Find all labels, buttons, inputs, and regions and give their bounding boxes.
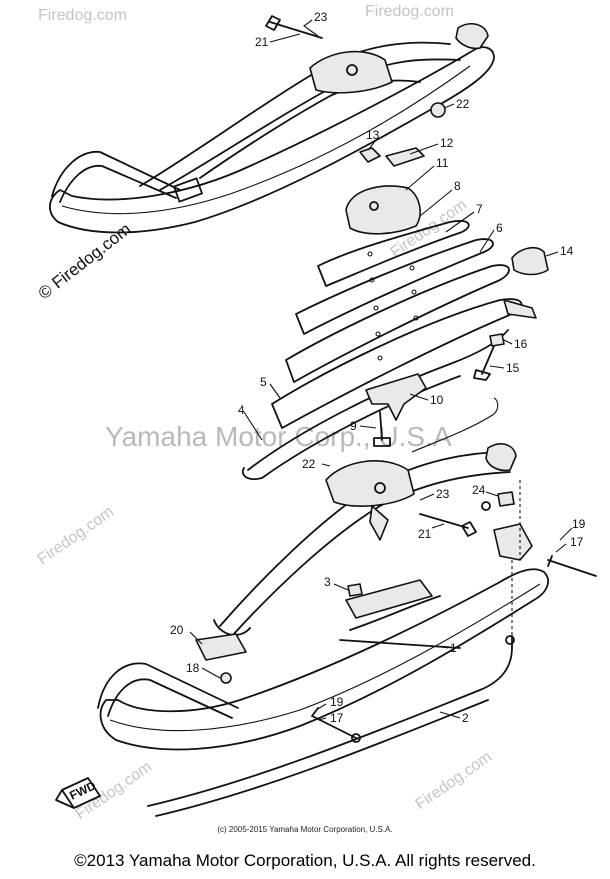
watermark-center: Yamaha Motor Corp., U.S.A: [105, 421, 452, 452]
callout-22-upper: 22: [456, 97, 470, 111]
part-15-bolt: [473, 345, 495, 381]
callout-11: 11: [436, 156, 449, 170]
callout-1: 1: [450, 641, 457, 655]
spring-stack-holes: [367, 251, 419, 361]
callout-14: 14: [560, 244, 574, 258]
upper-saddle: [309, 50, 393, 94]
upper-rear-cap: [455, 23, 489, 50]
watermark-top-right: Firedog.com: [365, 3, 454, 20]
part-11-hole: [369, 201, 379, 211]
lower-saddle: [325, 460, 415, 507]
runner-end: [505, 635, 515, 645]
part-14-cap: [511, 246, 549, 276]
upper-ski-handle: [51, 151, 181, 203]
watermark-bottom-right: Firedog.com: [413, 748, 496, 813]
callout-24: 24: [472, 483, 486, 497]
diagram-copyright-caption: (c) 2005-2015 Yamaha Motor Corporation, …: [217, 825, 393, 834]
callout-10: 10: [430, 393, 444, 407]
callout-8: 8: [454, 179, 461, 193]
upper-saddle-hole: [346, 64, 358, 76]
part-18-bolt: [220, 672, 232, 684]
part-20-block: [195, 633, 247, 661]
lower-rear-cap: [485, 443, 517, 472]
callout-20: 20: [170, 623, 184, 637]
part-24-bushing: [497, 491, 515, 507]
callout-18: 18: [186, 661, 200, 675]
callout-numbers: 23 21 22 13 12 11 8 7 6 14 16 15 5 4 9 1…: [170, 10, 586, 725]
lower-ski-edge: [109, 583, 541, 732]
lower-ski-body: [99, 568, 549, 751]
part-8-leaf: [317, 220, 470, 287]
part-2-runner: [147, 635, 513, 807]
lower-ski-assembly: [97, 443, 597, 817]
callout-6: 6: [496, 221, 503, 235]
lower-bolt: [419, 513, 477, 537]
upper-bracket: [173, 177, 203, 203]
part-2-runner-edge: [155, 699, 489, 817]
callout-5: 5: [260, 375, 267, 389]
washer: [481, 501, 491, 511]
cable-guide: [411, 397, 499, 453]
spindle-block: [493, 523, 533, 561]
callout-3: 3: [324, 575, 331, 589]
callout-21-lower: 21: [418, 527, 432, 541]
watermark-top-left: Firedog.com: [38, 7, 127, 24]
callout-19-lower: 19: [330, 695, 344, 709]
runner-mount: [351, 733, 361, 743]
lower-ski-plate: [345, 579, 433, 619]
callout-22-lower: 22: [302, 457, 316, 471]
upper-leaf-spring: [139, 41, 451, 187]
lower-saddle-tab: [369, 505, 389, 541]
lower-ski-handle: [97, 662, 239, 719]
callout-17-lower: 17: [330, 711, 344, 725]
part-11-saddle: [345, 185, 421, 235]
part-4-tip: [241, 467, 263, 480]
upper-ski-assembly: [49, 15, 495, 234]
callout-17-right: 17: [570, 535, 584, 549]
callout-9: 9: [350, 419, 357, 433]
part-7-leaf: [295, 238, 494, 335]
spindle-tube: [503, 299, 537, 319]
upper-bolt: [265, 15, 323, 39]
callout-13: 13: [366, 128, 380, 142]
callout-19-right: 19: [572, 517, 586, 531]
part-3-nut: [347, 583, 363, 597]
lower-saddle-hole: [374, 482, 386, 494]
upper-leaf-spring-3: [199, 79, 421, 179]
upper-ski-body: [49, 46, 495, 234]
callout-leaders: [189, 19, 573, 721]
callout-7: 7: [476, 202, 483, 216]
part-9-bolt: [373, 411, 391, 447]
assembly-line: [511, 480, 521, 636]
upper-leaf-spring-2: [159, 58, 461, 191]
part-13-nut: [359, 147, 381, 163]
callout-15: 15: [506, 361, 520, 375]
callout-12: 12: [440, 136, 454, 150]
upper-ski-edge: [61, 65, 471, 215]
part-16-bushing: [489, 333, 505, 347]
upper-nut: [430, 102, 446, 118]
callout-23-lower: 23: [436, 487, 450, 501]
callout-16: 16: [514, 337, 528, 351]
part-10-bracket: [365, 373, 427, 421]
exploded-parts: [241, 147, 549, 480]
callout-21-upper: 21: [255, 35, 269, 49]
watermark-mid-left: Firedog.com: [35, 503, 118, 568]
callout-2: 2: [462, 711, 469, 725]
part-17-pin-right: [547, 555, 597, 577]
footer-copyright: ©2013 Yamaha Motor Corporation, U.S.A. A…: [74, 851, 536, 870]
callout-23-upper: 23: [314, 10, 328, 24]
callout-4: 4: [238, 403, 245, 417]
part-6-leaf: [285, 264, 510, 383]
